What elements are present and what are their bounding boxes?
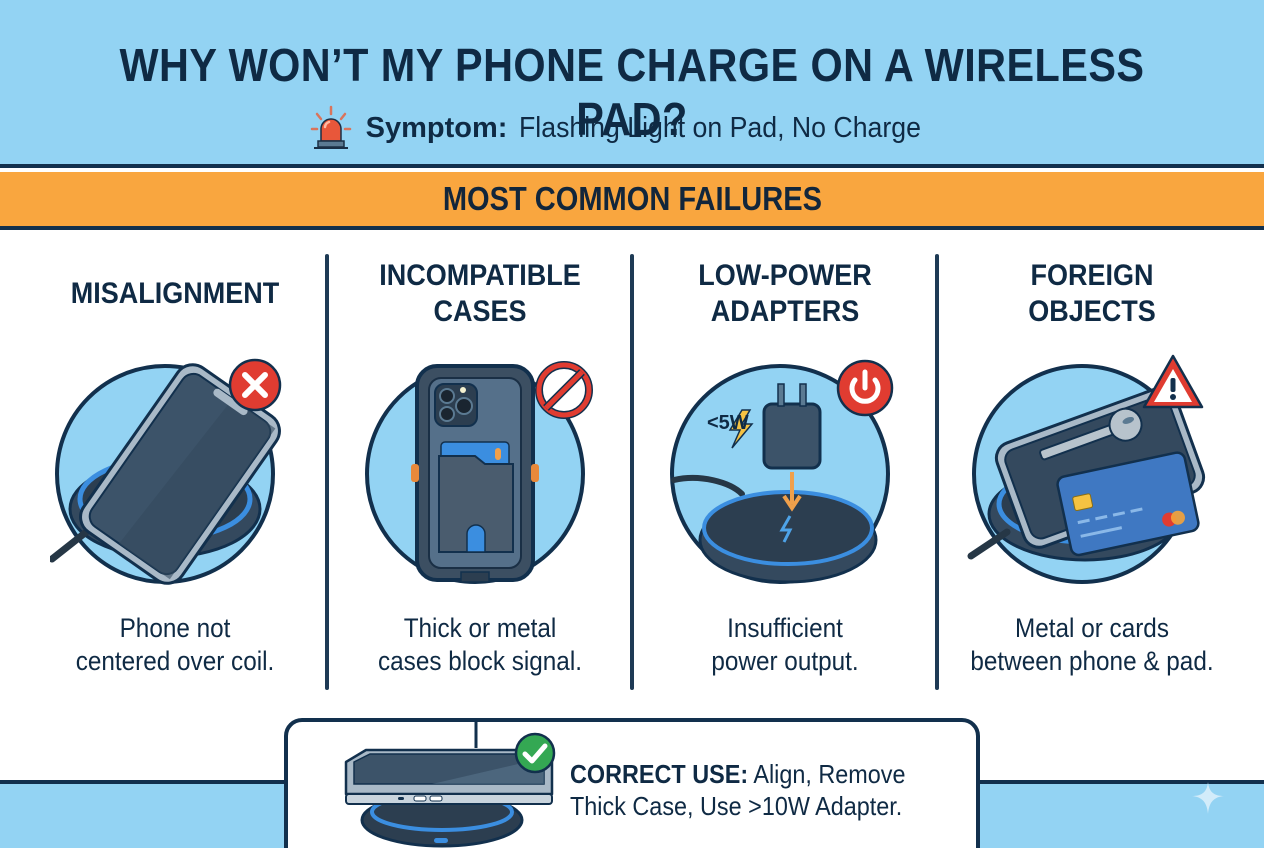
siren-icon xyxy=(310,105,351,149)
correct-use-label: CORRECT USE: xyxy=(570,759,749,789)
power-icon xyxy=(836,359,894,417)
foreign-objects-illustration xyxy=(967,364,1206,584)
prohibited-icon xyxy=(535,361,593,419)
failure-description: Phone not centered over coil. xyxy=(75,613,275,676)
failure-description: Thick or metal cases block signal. xyxy=(378,613,582,676)
failure-title: LOW-POWER ADAPTERS xyxy=(698,259,872,328)
failure-description: Metal or cards between phone & pad. xyxy=(970,613,1214,676)
failure-card-foreign-objects: FOREIGN OBJECTS xyxy=(942,234,1242,696)
low-power-adapter-illustration xyxy=(670,364,890,584)
warning-icon xyxy=(1142,354,1204,409)
thick-case-illustration xyxy=(365,364,585,584)
column-divider xyxy=(935,254,939,690)
failures-grid: MISALIGNMENT Phone not centered over coi… xyxy=(0,234,1264,696)
column-divider xyxy=(325,254,329,690)
column-divider xyxy=(630,254,634,690)
failure-card-low-power-adapters: LOW-POWER ADAPTERS <5W Insufficient powe… xyxy=(635,234,935,696)
failure-description: Insufficient power output. xyxy=(711,613,859,676)
symptom-label: Symptom: xyxy=(365,111,508,144)
failure-title: INCOMPATIBLE CASES xyxy=(379,259,581,328)
failure-card-incompatible-cases: INCOMPATIBLE CASES Thick xyxy=(330,234,630,696)
failure-card-misalignment: MISALIGNMENT Phone not centered over coi… xyxy=(22,234,328,696)
symptom-text: Flashing Light on Pad, No Charge xyxy=(519,111,922,144)
sparkle-icon xyxy=(1192,782,1224,814)
wattage-label: <5W xyxy=(707,412,749,434)
misaligned-phone-illustration xyxy=(50,363,281,585)
symptom-line: Symptom: Flashing Light on Pad, No Charg… xyxy=(0,105,1264,151)
section-banner: MOST COMMON FAILURES xyxy=(0,172,1264,230)
correct-use-text: CORRECT USE: Align, Remove Thick Case, U… xyxy=(570,759,906,821)
correct-use-panel: CORRECT USE: Align, Remove Thick Case, U… xyxy=(284,718,980,848)
header: WHY WON’T MY PHONE CHARGE ON A WIRELESS … xyxy=(0,0,1264,168)
checkmark-icon xyxy=(514,732,556,774)
banner-label: MOST COMMON FAILURES xyxy=(442,180,822,217)
page-title: WHY WON’T MY PHONE CHARGE ON A WIRELESS … xyxy=(119,39,1145,145)
failure-title: FOREIGN OBJECTS xyxy=(1028,259,1156,328)
x-icon xyxy=(228,358,282,412)
failure-title: MISALIGNMENT xyxy=(70,277,280,310)
